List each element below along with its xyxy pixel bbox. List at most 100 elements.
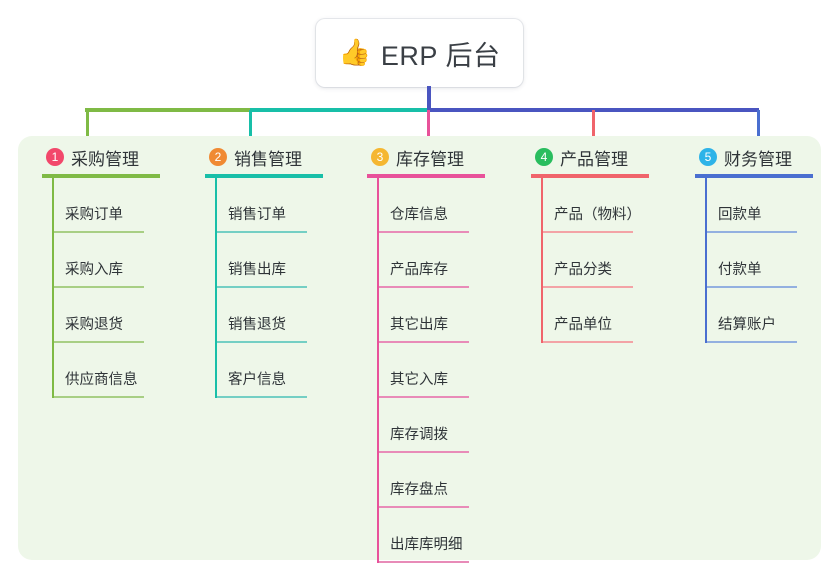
leaf-rule <box>379 561 469 563</box>
leaf-item[interactable]: 采购订单 <box>52 178 202 233</box>
leaf-rule <box>379 341 469 343</box>
branch-spine <box>541 178 543 343</box>
leaf-label: 其它入库 <box>390 372 448 388</box>
leaf-label: 仓库信息 <box>390 207 448 223</box>
leaf-label: 销售出库 <box>228 262 286 278</box>
leaf-rule <box>707 231 797 233</box>
leaf-label: 供应商信息 <box>65 372 138 388</box>
leaf-item[interactable]: 客户信息 <box>215 343 365 398</box>
branch-title: 采购管理 <box>71 149 139 169</box>
leaf-item[interactable]: 采购入库 <box>52 233 202 288</box>
leaf-label: 采购入库 <box>65 262 123 278</box>
leaf-label: 库存调拨 <box>390 427 448 443</box>
branch-header-rule <box>205 174 323 178</box>
leaf-label: 采购订单 <box>65 207 123 223</box>
branch-column-sales: 2 销售管理销售订单销售出库销售退货客户信息 <box>205 144 365 398</box>
bus-green <box>85 108 250 112</box>
branch-column-purchase: 1 采购管理采购订单采购入库采购退货供应商信息 <box>42 144 202 398</box>
leaf-item[interactable]: 库存调拨 <box>377 398 527 453</box>
branch-spine <box>215 178 217 398</box>
leaf-label: 产品分类 <box>554 262 612 278</box>
leaf-item[interactable]: 产品库存 <box>377 233 527 288</box>
leaf-list-inventory: 仓库信息产品库存其它出库其它入库库存调拨库存盘点出库库明细 <box>367 178 527 563</box>
thumbs-up-icon: 👍 <box>338 38 371 68</box>
leaf-item[interactable]: 采购退货 <box>52 288 202 343</box>
drop-finance <box>757 110 760 144</box>
branch-header-sales[interactable]: 2 销售管理 <box>205 144 365 170</box>
branch-number-badge: 3 <box>371 148 389 166</box>
leaf-label: 产品（物料） <box>554 207 641 223</box>
leaf-rule <box>707 341 797 343</box>
leaf-item[interactable]: 销售退货 <box>215 288 365 343</box>
leaf-item[interactable]: 其它出库 <box>377 288 527 343</box>
leaf-item[interactable]: 回款单 <box>705 178 839 233</box>
drop-product <box>592 110 595 144</box>
leaf-rule <box>54 396 144 398</box>
leaf-rule <box>217 231 307 233</box>
leaf-rule <box>543 231 633 233</box>
branch-number-badge: 2 <box>209 148 227 166</box>
leaf-item[interactable]: 出库库明细 <box>377 508 527 563</box>
bus-teal <box>250 108 427 112</box>
root-node-card[interactable]: 👍 ERP 后台 <box>316 19 523 87</box>
leaf-label: 结算账户 <box>718 317 776 333</box>
leaf-label: 销售订单 <box>228 207 286 223</box>
leaf-item[interactable]: 付款单 <box>705 233 839 288</box>
branch-header-rule <box>531 174 649 178</box>
leaf-item[interactable]: 结算账户 <box>705 288 839 343</box>
branch-number-badge: 5 <box>699 148 717 166</box>
leaf-label: 销售退货 <box>228 317 286 333</box>
leaf-list-product: 产品（物料） 产品分类产品单位 <box>531 178 691 343</box>
leaf-item[interactable]: 产品单位 <box>541 288 691 343</box>
branch-title: 产品管理 <box>560 149 628 169</box>
leaf-rule <box>379 286 469 288</box>
root-node-title: ERP 后台 <box>380 40 501 71</box>
leaf-item[interactable]: 仓库信息 <box>377 178 527 233</box>
leaf-label: 其它出库 <box>390 317 448 333</box>
branch-header-rule <box>367 174 485 178</box>
leaf-label: 客户信息 <box>228 372 286 388</box>
branch-header-rule <box>42 174 160 178</box>
leaf-label: 库存盘点 <box>390 482 448 498</box>
leaf-item[interactable]: 其它入库 <box>377 343 527 398</box>
leaf-rule <box>54 231 144 233</box>
leaf-label: 采购退货 <box>65 317 123 333</box>
branch-panel <box>18 136 821 560</box>
branch-header-finance[interactable]: 5 财务管理 <box>695 144 839 170</box>
branch-spine <box>52 178 54 398</box>
trunk-connector <box>427 86 431 112</box>
branch-spine <box>377 178 379 563</box>
leaf-rule <box>217 396 307 398</box>
drop-purchase <box>86 110 89 144</box>
leaf-item[interactable]: 产品分类 <box>541 233 691 288</box>
leaf-rule <box>54 341 144 343</box>
leaf-label: 产品库存 <box>390 262 448 278</box>
drop-sales <box>249 110 252 144</box>
branch-number-badge: 1 <box>46 148 64 166</box>
leaf-label: 出库库明细 <box>390 537 463 553</box>
branch-title: 财务管理 <box>724 149 792 169</box>
branch-header-purchase[interactable]: 1 采购管理 <box>42 144 202 170</box>
leaf-label: 回款单 <box>718 207 762 223</box>
leaf-rule <box>379 506 469 508</box>
leaf-list-purchase: 采购订单采购入库采购退货供应商信息 <box>42 178 202 398</box>
branch-column-finance: 5 财务管理回款单付款单结算账户 <box>695 144 839 343</box>
branch-title: 销售管理 <box>234 149 302 169</box>
leaf-rule <box>217 341 307 343</box>
leaf-item[interactable]: 供应商信息 <box>52 343 202 398</box>
leaf-item[interactable]: 库存盘点 <box>377 453 527 508</box>
branch-header-rule <box>695 174 813 178</box>
leaf-item[interactable]: 销售出库 <box>215 233 365 288</box>
leaf-rule <box>379 451 469 453</box>
leaf-label: 产品单位 <box>554 317 612 333</box>
branch-spine <box>705 178 707 343</box>
leaf-item[interactable]: 产品（物料） <box>541 178 691 233</box>
leaf-item[interactable]: 销售订单 <box>215 178 365 233</box>
drop-inventory <box>427 110 430 144</box>
leaf-rule <box>543 286 633 288</box>
